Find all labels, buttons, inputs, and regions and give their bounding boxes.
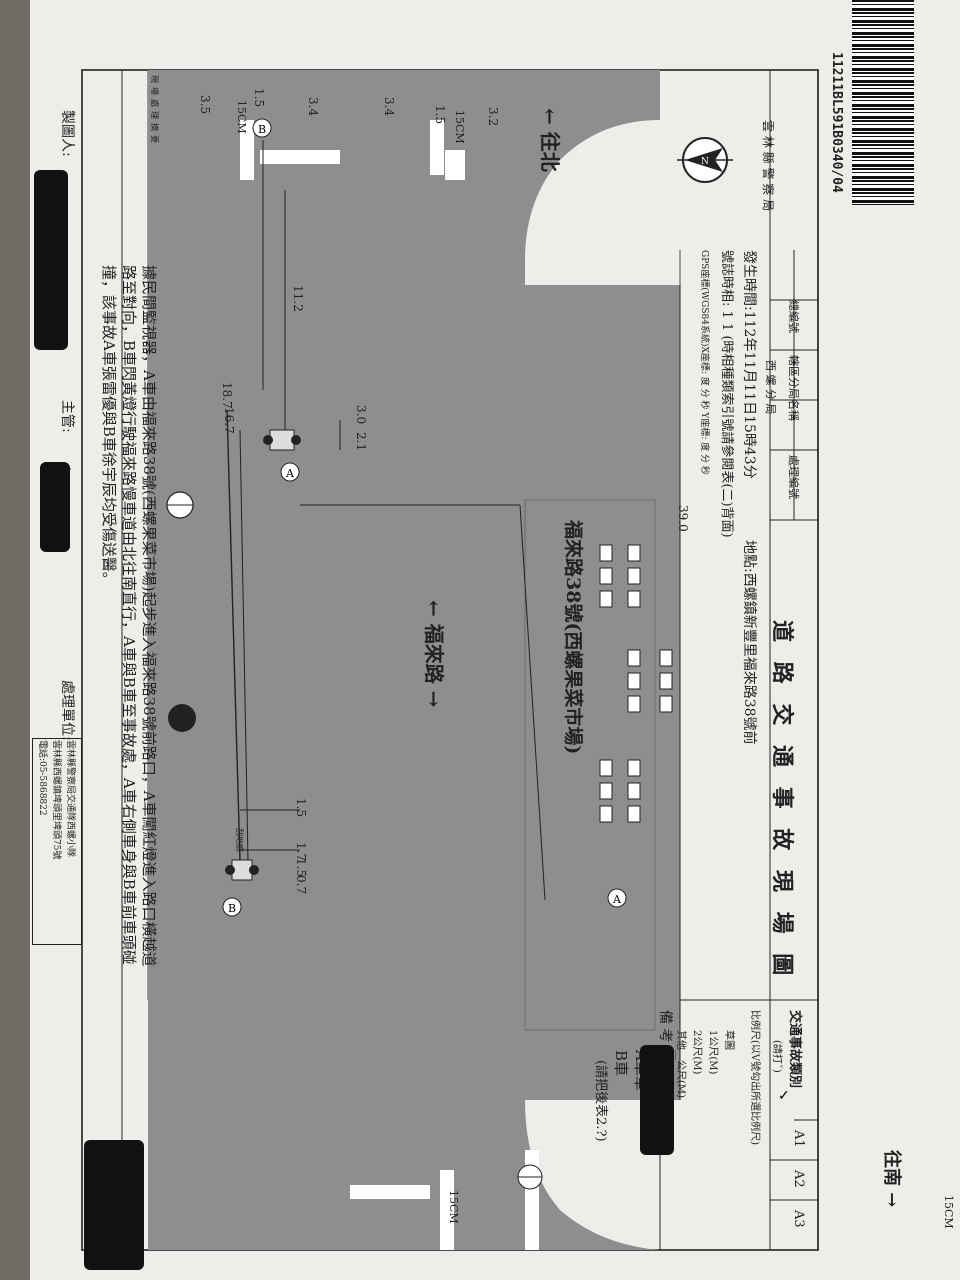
manhole-dark	[168, 704, 196, 732]
dim-18: 0.7	[294, 875, 308, 895]
redaction-supervisor	[40, 462, 70, 552]
unit-stamp-box	[32, 738, 82, 945]
compass-letter: N	[701, 157, 709, 167]
dim-13: 2.1	[354, 432, 368, 452]
supervisor-label: 主管:	[59, 400, 75, 433]
building-windows	[599, 544, 673, 823]
vehicle-a-origin-label: A	[612, 893, 622, 906]
vehicle-b-origin-label: B	[258, 123, 266, 136]
dim-10: 16.7	[222, 407, 236, 434]
unit-stamp-line-1: 雲林縣警察局交通隊西螺小隊	[65, 740, 75, 858]
dim-14: 39.0	[676, 505, 690, 532]
vehicle-b-marker	[222, 897, 242, 917]
scale-label: 比例尺(以V號勾出所選比例尺)	[749, 1010, 760, 1146]
scale-opt-1[interactable]: 草圖	[723, 1030, 734, 1050]
vehicle-b-scooter	[225, 859, 259, 881]
remarks-line2: B車	[612, 1050, 630, 1077]
description-label: 現場處理摘要	[150, 75, 159, 147]
case-no-label: 處理編號	[787, 455, 800, 499]
redaction-remarks	[640, 1045, 674, 1155]
dim-19: 15CM	[447, 1190, 460, 1224]
scale-opt-4[interactable]: 其他__公尺(M)	[675, 1030, 686, 1099]
dim-11: 18.7	[220, 382, 234, 409]
unit-stamp-line-3: 電話:05-5868822	[37, 740, 47, 816]
dim-3: 3.4	[306, 97, 320, 117]
redaction-maker	[34, 170, 68, 350]
dim-6: 3.2	[486, 107, 500, 127]
remarks-label: 備 考	[657, 1010, 673, 1043]
type-a1[interactable]: A1	[791, 1130, 806, 1148]
redaction-lower	[84, 1140, 144, 1270]
compass: N	[677, 137, 733, 183]
district-value: 西 螺 分 局	[764, 360, 777, 415]
table-note: (請把後表2.?)	[593, 1060, 608, 1142]
dim-9: 11.2	[291, 285, 305, 312]
vehicle-b-origin-marker	[252, 118, 272, 138]
market-building	[524, 499, 656, 1031]
dim-5: 1.5	[433, 105, 447, 125]
accident-type-note: (請打ˇ)	[771, 1040, 782, 1073]
scale-opt-2[interactable]: 1公尺(M)	[707, 1030, 718, 1075]
dim-12: 3.0	[354, 405, 368, 425]
photo-line: 號誌時相: 1 1 (時相種類索引號請參閱表(二)背面)	[719, 250, 734, 538]
dim-1: 3.5	[198, 95, 212, 115]
dim-15: 1.5	[294, 798, 308, 818]
vehicle-a-marker	[280, 462, 300, 482]
doc-title: 道 路 交 通 事 故 現 場 圖	[769, 620, 795, 982]
dim-8: 15CM	[235, 100, 248, 134]
dim-4: 3.4	[382, 97, 396, 117]
building-name: 福來路38號(西螺果菜市場)	[562, 520, 584, 755]
type-a3[interactable]: A3	[791, 1210, 806, 1228]
gps-line: GPS座標(WGS84系統)X座標: 度 分 秒 Y座標: 度 分 秒	[699, 250, 709, 475]
incident-location: 地點:西螺鎮新豐里福來路38號前	[741, 540, 757, 745]
debris-label: 刮地痕	[235, 828, 244, 852]
description-line-2: 路至對向，B車閃黃燈行駛福來路慢車道由北往南直行，A車與B車至事故處，A車右側車…	[120, 265, 138, 965]
vehicle-a-origin-marker	[607, 888, 627, 908]
lane-mark	[240, 120, 254, 180]
vehicle-a-scooter	[263, 429, 301, 451]
dim-7: 15CM	[453, 110, 466, 144]
dim-2: 1.5	[252, 88, 266, 108]
type-check-mark: ✓	[778, 1088, 790, 1104]
incident-time: 發生時間:112年11月11日15時43分	[741, 250, 757, 479]
type-a2[interactable]: A2	[791, 1170, 806, 1188]
scale-opt-3[interactable]: 2公尺(M)	[691, 1030, 702, 1075]
district-label: 轄區分局名稱	[787, 355, 800, 421]
description-line-1: 據民間監視器，A車由福來路38號(西螺果菜市場)起步進入福來路38號前路口，A車…	[140, 265, 158, 967]
dim-20: 15CM	[942, 1195, 955, 1229]
agency: 雲 林 縣 警 察 局	[761, 120, 775, 212]
south-label: 往南 →	[881, 1150, 902, 1208]
maker-label: 製圖人:	[59, 110, 75, 157]
total-no-label: 總編號	[787, 300, 800, 333]
road-name: ← 福來路 →	[422, 600, 446, 708]
unit-label: 處理單位:	[59, 680, 75, 741]
vehicle-a-label: A	[285, 467, 295, 480]
vehicle-b-label: B	[228, 902, 236, 915]
unit-stamp-line-2: 雲林縣西螺鎮埤頭里埤頭75號	[51, 740, 61, 860]
barcode	[852, 0, 914, 205]
north-label: ← 往北	[538, 108, 562, 172]
accident-type-label: 交通事故類別	[787, 1010, 802, 1089]
description-line-3: 撞，該事故A車張雷優與B車徐宇辰均受傷送醫。	[100, 265, 118, 587]
